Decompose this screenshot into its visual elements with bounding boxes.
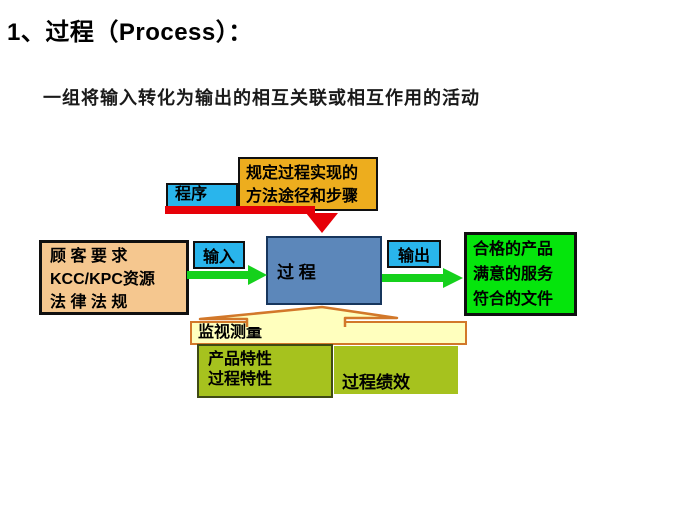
characteristics-line1: 产品特性 [208,351,273,368]
output-label: 输出 [397,248,430,265]
results-line3: 符合的文件 [473,291,554,308]
output-label-box: 输出 [387,240,441,268]
input-label-box: 输入 [193,241,245,269]
results-box: 合格的产品 满意的服务 符合的文件 [464,232,577,316]
performance-label: 过程绩效 [342,373,410,392]
process-label: 过 程 [277,263,316,282]
method-note-line2: 方法途径和步骤 [246,188,359,205]
process-box: 过 程 [266,236,382,305]
customer-requirements-box: 顾 客 要 求 KCC/KPC资源 法 律 法 规 [39,240,189,315]
results-line2: 满意的服务 [473,266,554,283]
method-note-box: 规定过程实现的 方法途径和步骤 [238,157,378,211]
characteristics-line2: 过程特性 [208,371,273,388]
monitoring-label: 监视测量 [198,324,263,341]
output-arrow [382,268,463,288]
monitoring-box: 监视测量 [190,321,467,345]
input-label: 输入 [202,249,235,266]
process-definition: 一组将输入转化为输出的相互关联或相互作用的活动 [43,88,480,108]
inputs-source-line2: KCC/KPC资源 [50,271,155,288]
procedure-label: 程序 [175,186,208,203]
slide-title: 1、过程（Process）： [7,19,253,46]
method-note-line1: 规定过程实现的 [246,165,359,182]
inputs-source-line1: 顾 客 要 求 [50,248,128,265]
results-line1: 合格的产品 [473,241,554,258]
performance-box: 过程绩效 [334,346,458,394]
inputs-source-line3: 法 律 法 规 [50,294,128,311]
characteristics-box: 产品特性 过程特性 [197,344,333,398]
procedure-label-box: 程序 [166,183,238,208]
